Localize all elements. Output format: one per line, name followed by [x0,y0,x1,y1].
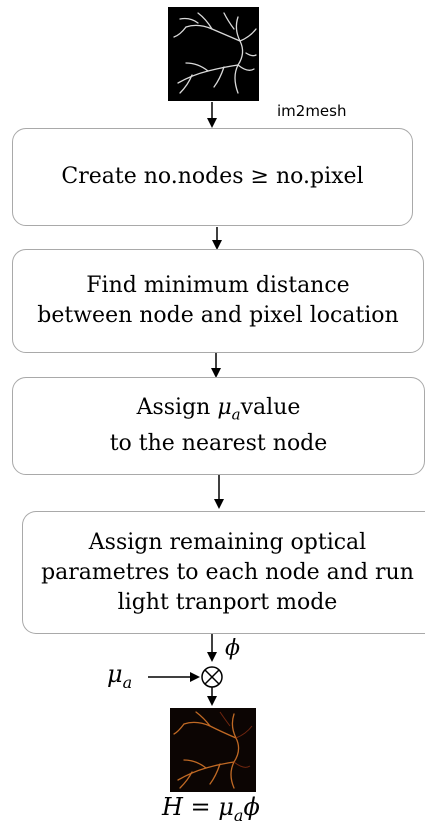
mu-symbol: μ [107,660,123,688]
phi-label: ϕ [225,636,240,661]
box4-line-3: light tranport mode [117,589,338,615]
step-label: im2mesh [277,102,347,120]
box4-line-2: parametres to each node and run [41,559,414,585]
box2-line-2: between node and pixel location [37,303,399,328]
equation-mu: μ [218,793,234,821]
multiply-node [201,666,223,688]
box3-suffix: value [240,394,301,420]
equation-subscript: a [233,805,244,825]
equation-lhs: H = [162,793,219,821]
mu-subscript: a [122,672,133,692]
step-box-find-min-distance: Find minimum distance between node and p… [12,249,424,353]
box3-mu-symbol: μ [217,394,232,420]
box3-line-1: Assign μavalue [137,393,301,429]
output-vessel-graphic [173,711,253,789]
mu-a-label: μa [107,660,132,692]
equation-phi: ϕ [243,793,260,821]
step-box-create-nodes: Create no.nodes ≥ no.pixel [12,128,413,226]
box2-line-1: Find minimum distance [86,273,350,298]
step-box-light-transport: Assign remaining optical parametres to e… [22,511,425,634]
step-box-assign-mu: Assign μavalue to the nearest node [12,377,425,475]
box1-line: Create no.nodes ≥ no.pixel [61,164,364,189]
box4-line-1: Assign remaining optical [88,529,367,555]
vessel-tree-graphic [173,12,257,94]
box3-mu-subscript: a [231,405,241,424]
box3-line-2: to the nearest node [109,431,328,457]
output-equation: H = μaϕ [162,793,260,825]
box3-prefix: Assign [136,394,218,420]
output-absorption-image [170,708,256,792]
input-vessel-image [168,7,259,101]
